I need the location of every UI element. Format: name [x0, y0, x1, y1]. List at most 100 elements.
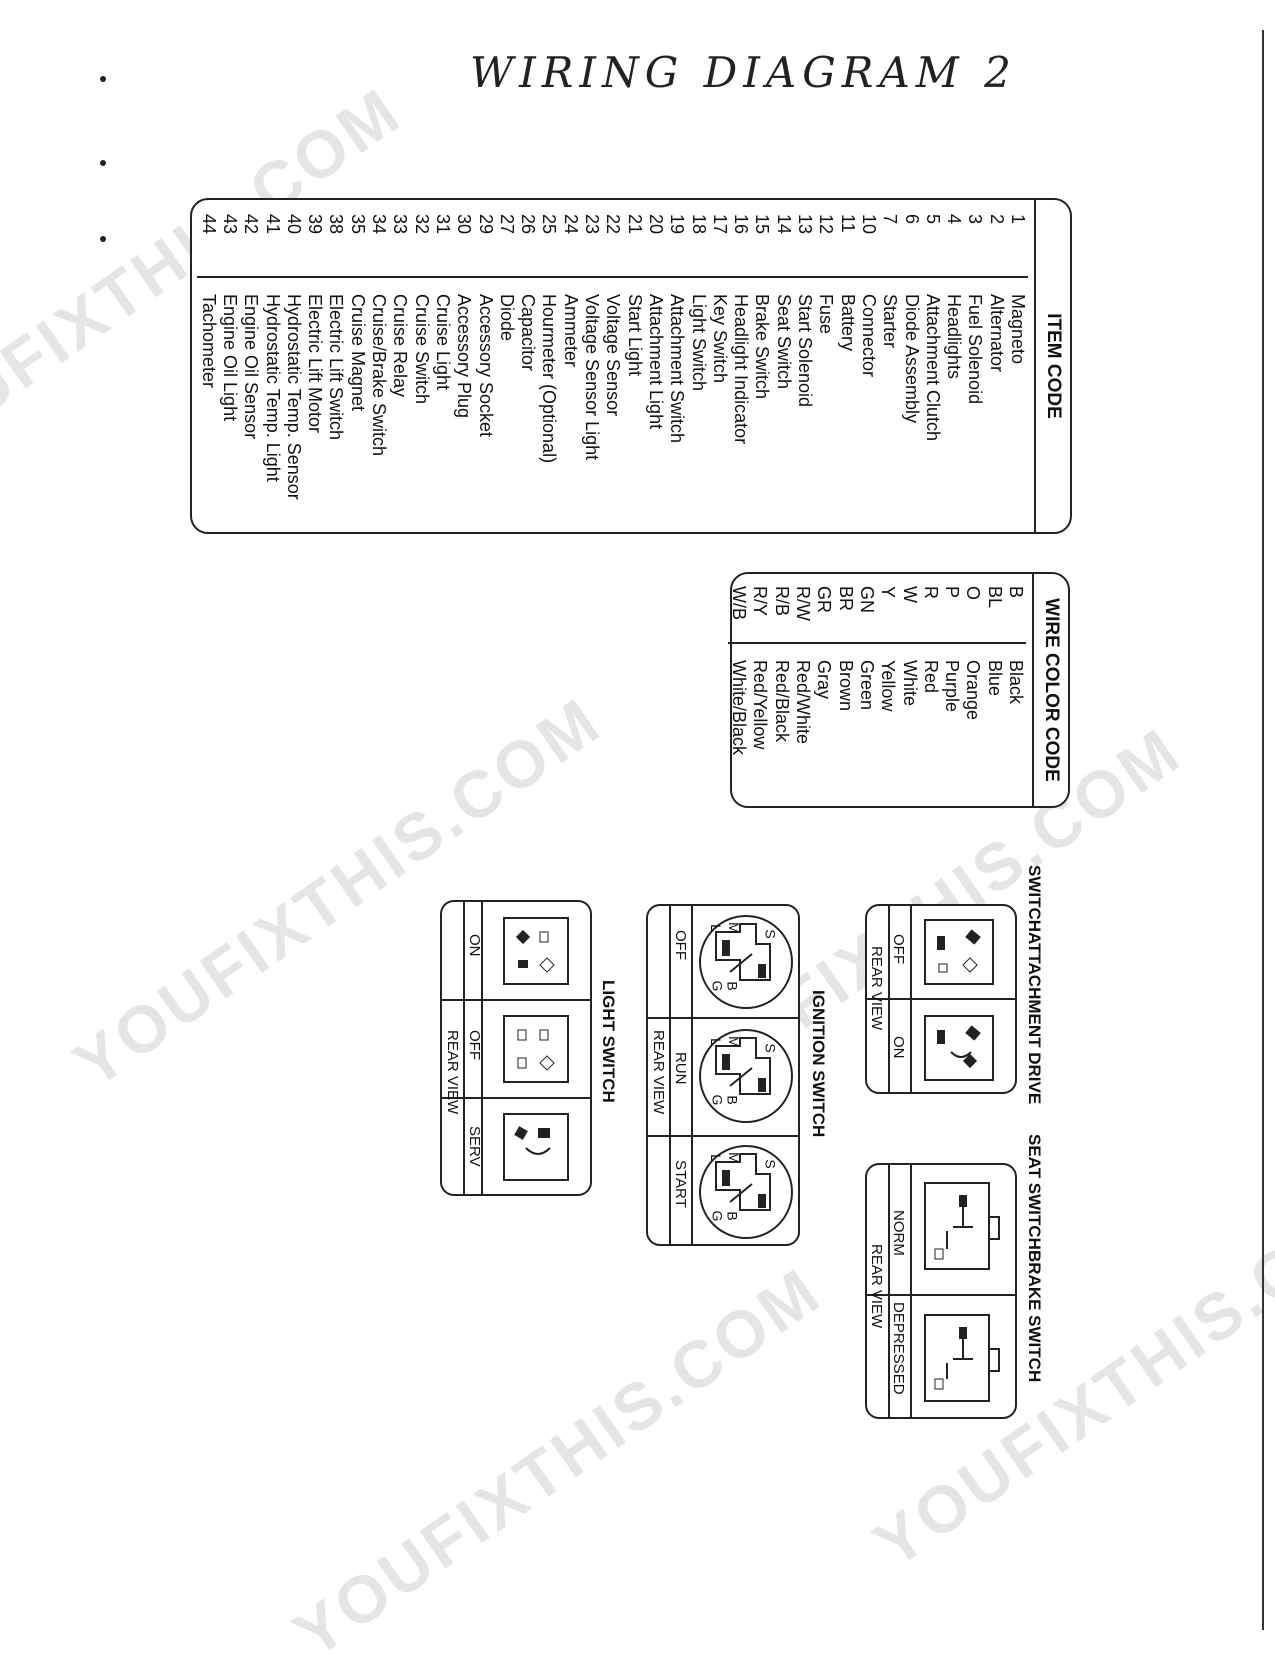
terminal-label-g: G	[709, 980, 726, 992]
item-label: Fuse	[816, 294, 837, 335]
item-label: Starter	[880, 294, 901, 349]
terminal-label-m: M	[725, 1152, 742, 1164]
ignition-contact	[722, 1170, 730, 1186]
item-label: Accessory Plug	[454, 294, 475, 419]
item-number: 22	[602, 200, 624, 278]
ignition-bridge	[729, 953, 753, 973]
wire-code: W	[898, 574, 920, 644]
attachment-rear-view: REAR VIEW	[868, 946, 885, 1031]
item-number: 44	[197, 200, 219, 278]
item-label: Headlights	[944, 294, 965, 380]
terminal-label-b: B	[724, 981, 741, 991]
wire-code: Y	[876, 574, 899, 644]
ignition-pos-off: OFF	[672, 930, 689, 960]
ignition-contact	[758, 1194, 766, 1208]
terminal-label-g: G	[709, 1210, 726, 1222]
ignition-bridge	[729, 1183, 753, 1203]
wire-color-name: Red/Yellow	[750, 660, 771, 750]
item-number: 31	[431, 200, 453, 278]
item-number: 30	[452, 200, 475, 278]
item-number: 18	[687, 200, 709, 278]
item-number: 2	[985, 200, 1007, 278]
item-number: 19	[665, 200, 688, 278]
item-label: Accessory Socket	[475, 294, 496, 438]
terminal-label-g: G	[709, 1094, 726, 1106]
item-label: Headlight Indicator	[731, 294, 752, 445]
wire-code: BL	[983, 574, 1005, 644]
item-label: Brake Switch	[752, 294, 773, 400]
ignition-switch-title: IGNITION SWITCH	[809, 990, 828, 1138]
wire-code: P	[940, 574, 963, 644]
item-number: 24	[559, 200, 581, 278]
item-number: 3	[964, 200, 986, 278]
brake-rear-view: REAR VIEW	[868, 1244, 885, 1329]
ignition-contact	[722, 1054, 730, 1070]
item-label: Cruise/Brake Switch	[369, 294, 390, 457]
ignition-pos-run: RUN	[672, 1052, 689, 1085]
item-label: Ammeter	[560, 294, 581, 368]
ignition-switch-panel	[646, 904, 800, 1246]
item-number: 41	[261, 200, 283, 278]
item-label: Electric Lift Switch	[326, 294, 347, 441]
brake-title-line2: SEAT SWITCH	[1025, 1133, 1044, 1250]
brake-pos-depressed: DEPRESSED	[890, 1302, 907, 1395]
table-row: Y Yellow	[876, 574, 899, 806]
item-number: 5	[921, 200, 943, 278]
ignition-rear-view: REAR VIEW	[650, 1030, 667, 1115]
item-label: Cruise Switch	[411, 294, 432, 405]
ignition-contact	[722, 940, 730, 956]
item-label: Hydrostatic Temp. Light	[262, 294, 283, 482]
wire-color-name: Purple	[942, 660, 963, 713]
watermark: YOUFIXTHIS.COM	[280, 1252, 835, 1672]
ignition-contact-outline	[715, 923, 771, 981]
item-number: 12	[815, 200, 837, 278]
scan-dot	[100, 76, 106, 82]
terminal-label-m: M	[725, 1036, 742, 1048]
ignition-switch-diagram	[648, 906, 798, 1244]
table-row: O Orange	[962, 574, 984, 806]
wire-color-name: Yellow	[878, 660, 899, 712]
wire-color-name: Orange	[963, 660, 984, 721]
terminal-label-b: B	[724, 1211, 741, 1221]
wire-code: R/W	[791, 574, 814, 644]
item-number: 33	[389, 200, 411, 278]
ignition-contact	[758, 1078, 766, 1092]
scan-dot	[100, 160, 106, 166]
wire-color-name: Red	[920, 660, 941, 694]
brake-switch-title: BRAKE SWITCH SEAT SWITCH	[1024, 1134, 1044, 1382]
wire-color-name: Gray	[814, 660, 835, 700]
wire-color-name: Red/Black	[771, 660, 792, 743]
item-label: Cruise Light	[432, 294, 453, 391]
item-label: Magneto	[1008, 294, 1028, 365]
light-switch-title: LIGHT SWITCH	[599, 980, 618, 1103]
item-label: Connector	[858, 294, 879, 378]
wire-code: O	[962, 574, 984, 644]
item-number: 14	[772, 200, 794, 278]
terminal-label-b: B	[724, 1095, 741, 1105]
